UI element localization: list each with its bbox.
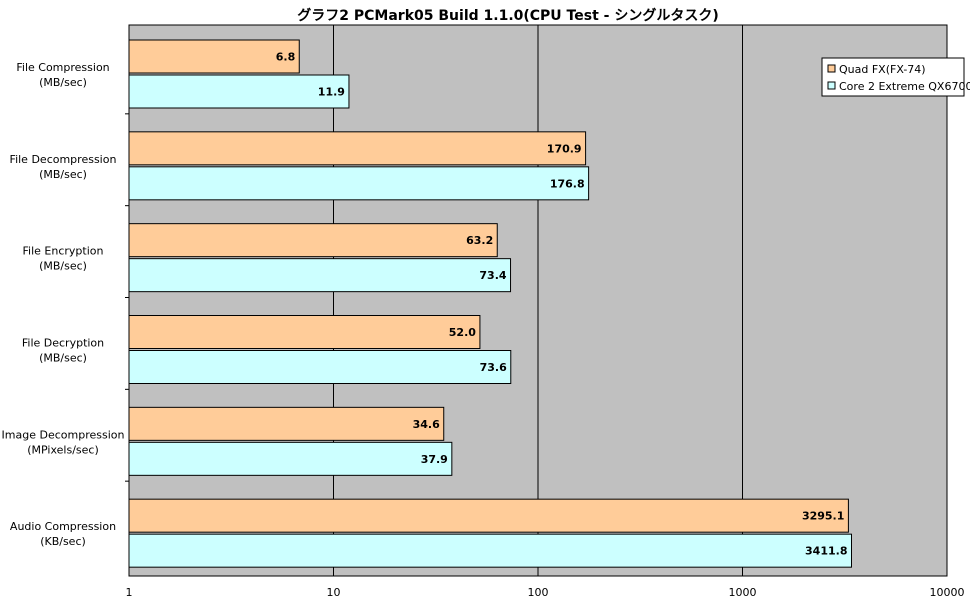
bar-core2: [128, 166, 590, 201]
legend-swatch-core2: [827, 81, 836, 90]
x-tick-label: 10000: [930, 586, 965, 599]
legend-label-core2: Core 2 Extreme QX6700: [839, 80, 970, 93]
category-unit: (MB/sec): [39, 168, 87, 181]
x-axis-ticks: 1 10 100 1000 10000: [126, 586, 965, 599]
bar-value-label: 73.6: [480, 361, 507, 374]
legend-label-quad-fx: Quad FX(FX-74): [839, 63, 926, 76]
category-unit: (MB/sec): [39, 352, 87, 365]
gridlines: [125, 25, 743, 576]
bar-core2: [128, 533, 852, 568]
category-unit: (MB/sec): [39, 76, 87, 89]
bar-value-label: 3295.1: [802, 510, 844, 523]
bar-value-label: 52.0: [449, 326, 476, 339]
legend-box: [821, 57, 965, 97]
bar-value-label: 170.9: [547, 142, 582, 155]
category-label: File Encryption: [23, 245, 104, 258]
bar-quad-fx: [128, 223, 498, 258]
bar-value-label: 63.2: [466, 234, 493, 247]
x-tick-label: 10: [327, 586, 341, 599]
category-label: File Compression: [16, 61, 109, 74]
bar-value-label: 34.6: [413, 418, 440, 431]
category-labels: File Compression (MB/sec) File Decompressi…: [2, 61, 125, 548]
bar-value-label: 6.8: [276, 51, 296, 64]
bar-core2: [128, 350, 512, 384]
legend: Quad FX(FX-74) Core 2 Extreme QX6700: [821, 57, 970, 97]
x-tick-label: 1: [126, 586, 133, 599]
x-tick-label: 100: [528, 586, 549, 599]
category-unit: (KB/sec): [40, 535, 86, 548]
legend-swatch-quad-fx: [827, 64, 836, 73]
bar-core2: [128, 441, 453, 476]
bar-core2: [128, 74, 350, 109]
bar-value-label: 176.8: [550, 177, 585, 190]
bars-group: 6.8 11.9 170.9 176.8 63.2 73.4 52.0 73.6 34.6 37.…: [128, 39, 852, 568]
bar-quad-fx: [128, 131, 587, 166]
bar-quad-fx: [128, 315, 481, 349]
bar-value-label: 3411.8: [805, 545, 847, 558]
bar-quad-fx: [128, 39, 300, 74]
category-unit: (MB/sec): [39, 260, 87, 273]
bar-quad-fx: [128, 406, 445, 441]
category-label: File Decompression: [10, 153, 117, 166]
bar-quad-fx: [128, 498, 849, 533]
category-label: Audio Compression: [10, 520, 116, 533]
bar-value-label: 11.9: [318, 86, 345, 99]
x-tick-label: 1000: [729, 586, 757, 599]
bar-value-label: 37.9: [421, 453, 448, 466]
category-label: File Decryption: [22, 337, 104, 350]
bar-core2: [128, 258, 512, 293]
bar-value-label: 73.4: [479, 269, 506, 282]
chart-title: グラフ2 PCMark05 Build 1.1.0(CPU Test - シング…: [297, 7, 718, 24]
category-label: Image Decompression: [2, 428, 125, 441]
category-unit: (MPixels/sec): [27, 443, 99, 456]
